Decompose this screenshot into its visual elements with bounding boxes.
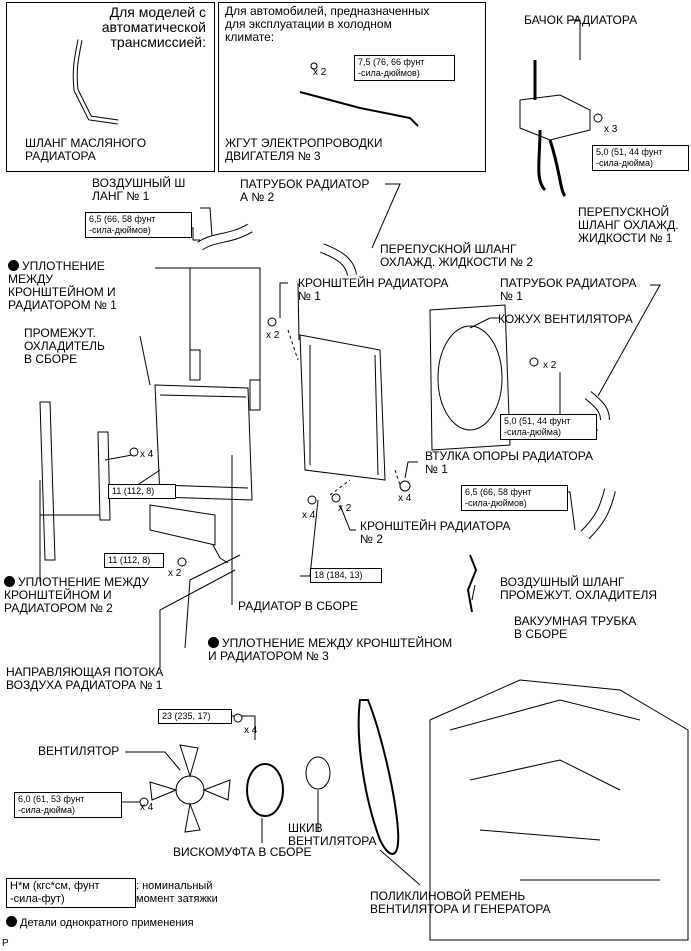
- bracket-2-label: КРОНШТЕЙН РАДИАТОРА № 2: [360, 519, 511, 546]
- fan-torque: 6,0 (61, 53 фунт -сила-дюйма): [14, 792, 122, 818]
- fan-shape: [149, 744, 231, 833]
- single-use-dot: [208, 637, 219, 648]
- bushing-label: ВТУЛКА ОПОРЫ РАДИАТОРА № 1: [425, 449, 593, 476]
- fan-shroud-torque: 5,0 (51, 44 фунт -сила-дюйма): [500, 414, 597, 440]
- radiator-shape: [299, 334, 386, 481]
- pipe-a2-label: ПАТРУБОК РАДИАТОР А № 2: [240, 177, 370, 204]
- bracket-2-qty-b: x 2: [338, 503, 352, 514]
- cold-climate-title: Для автомобилей, предназначенных для экс…: [225, 4, 430, 44]
- fan-shroud-shape: [429, 304, 511, 451]
- intercooler-shape: [154, 384, 253, 501]
- air-guide-torque: 11 (112, 8): [104, 553, 164, 568]
- radiator-torque: 18 (184, 13): [310, 568, 382, 583]
- reservoir-shape: [519, 94, 591, 141]
- legend-units: Н*м (кгс*см, фунт -сила-фут): [6, 878, 136, 908]
- fan-qty-top: x 4: [244, 725, 258, 736]
- reservoir-torque: 5,0 (51, 44 фунт -сила-дюйма): [592, 145, 689, 171]
- legend-units-desc: : номинальный момент затяжки: [136, 880, 218, 905]
- air-hose-1-torque: 6,5 (66, 58 фунт -сила-дюймов): [85, 212, 192, 238]
- fan-qty: x 4: [140, 802, 154, 813]
- viscous-clutch-shape: [246, 763, 284, 817]
- vacuum-tube: [466, 554, 478, 613]
- reservoir-label: БАЧОК РАДИАТОРА: [524, 13, 638, 27]
- auto-trans-title: Для моделей с автоматической трансмиссие…: [101, 4, 206, 50]
- bracket-1-label: КРОНШТЕЙН РАДИАТОРА № 1: [298, 276, 449, 303]
- single-use-dot: [6, 916, 17, 927]
- bypass-hose-2-label: ПЕРЕПУСКНОЙ ШЛАНГ ОХЛАЖД. ЖИДКОСТИ № 2: [380, 242, 534, 269]
- bypass-hose-1-label: ПЕРЕПУСКНОЙ ШЛАНГ ОХЛАЖД. ЖИДКОСТИ № 1: [578, 205, 679, 245]
- auto-trans-frame: Для моделей с автоматической трансмиссие…: [6, 2, 215, 172]
- harness-torque: 7,5 (76, 66 фунт -сила-дюймов): [354, 55, 455, 81]
- belt-shape: [357, 699, 400, 855]
- reservoir-qty: x 3: [604, 124, 618, 135]
- single-use-dot: [4, 576, 15, 587]
- engine-bay: [429, 679, 689, 941]
- seal-2-label: УПЛОТНЕНИЕ МЕЖДУ КРОНШТЕЙНОМ И РАДИАТОРО…: [4, 575, 150, 615]
- fan-torque-top: 23 (235, 17): [158, 709, 232, 724]
- air-hose-1-label: ВОЗДУШНЫЙ Ш ЛАНГ № 1: [92, 176, 186, 203]
- pulley-shape: [305, 756, 331, 790]
- fan-label: ВЕНТИЛЯТОР: [38, 744, 120, 758]
- footer-code: P: [2, 938, 9, 949]
- intercooler-hose-torque: 6,5 (66, 58 фунт -сила-дюймов): [461, 485, 568, 511]
- radiator-label: РАДИАТОР В СБОРЕ: [238, 599, 358, 613]
- cold-climate-frame: Для автомобилей, предназначенных для экс…: [218, 2, 486, 172]
- seal-3-label: УПЛОТНЕНИЕ МЕЖДУ КРОНШТЕЙНОМ И РАДИАТОРО…: [208, 636, 453, 663]
- vacuum-tube-label: ВАКУУМНАЯ ТРУБКА В СБОРЕ: [514, 614, 637, 641]
- air-guide-shape: [149, 504, 216, 546]
- belt-label: ПОЛИКЛИНОВОЙ РЕМЕНЬ ВЕНТИЛЯТОРА И ГЕНЕРА…: [370, 889, 551, 916]
- wire-harness: [299, 91, 419, 127]
- fan-shroud-label: КОЖУХ ВЕНТИЛЯТОРА: [498, 312, 633, 326]
- air-guide-qty: x 2: [168, 568, 182, 579]
- oil-cooler-hose-label: ШЛАНГ МАСЛЯНОГО РАДИАТОРА: [25, 136, 147, 163]
- intercooler-torque: 11 (112, 8): [108, 484, 176, 499]
- fan-shroud-qty: x 2: [543, 360, 557, 371]
- viscous-clutch-label: ВИСКОМУФТА В СБОРЕ: [173, 845, 312, 859]
- air-guide-label: НАПРАВЛЯЮЩАЯ ПОТОКА ВОЗДУХА РАДИАТОРА № …: [6, 665, 164, 692]
- legend-single-use: Детали однократного применения: [6, 916, 194, 930]
- harness-qty: x 2: [313, 67, 327, 78]
- intercooler-label: ПРОМЕЖУТ. ОХЛАДИТЕЛЬ В СБОРЕ: [24, 326, 105, 366]
- pipe-1-label: ПАТРУБОК РАДИАТОРА № 1: [500, 276, 637, 303]
- harness-label: ЖГУТ ЭЛЕКТРОПРОВОДКИ ДВИГАТЕЛЯ № 3: [225, 136, 383, 163]
- bushing-qty: x 4: [398, 493, 412, 504]
- bracket-1-qty: x 2: [266, 330, 280, 341]
- pulley-label: ШКИВ ВЕНТИЛЯТОРА: [288, 821, 377, 848]
- bracket-2-qty-a: x 4: [302, 510, 316, 521]
- intercooler-hose-label: ВОЗДУШНЫЙ ШЛАНГ ПРОМЕЖУТ. ОХЛАДИТЕЛЯ: [500, 575, 658, 602]
- intercooler-qty: x 4: [140, 449, 154, 460]
- seal-1-label: УПЛОТНЕНИЕ МЕЖДУ КРОНШТЕЙНОМ И РАДИАТОРО…: [8, 259, 117, 312]
- single-use-dot: [8, 260, 19, 271]
